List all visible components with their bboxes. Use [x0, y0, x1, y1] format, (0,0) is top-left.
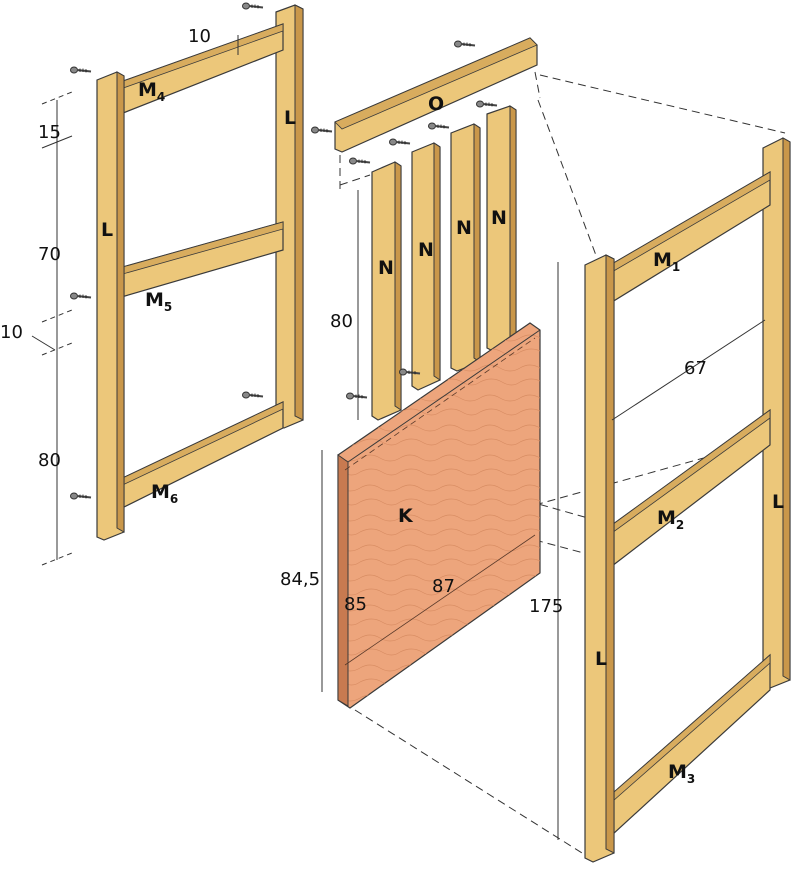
screw-icon	[69, 492, 92, 500]
screw-icon	[388, 138, 411, 146]
screw-icon	[348, 157, 371, 165]
dim-slat-height: 80	[330, 311, 353, 332]
dim-top-rail-width: 10	[188, 26, 211, 47]
label-post-l-back: L	[284, 107, 296, 129]
label-post-l-front: L	[101, 219, 113, 241]
screw-icon	[69, 66, 92, 74]
dim-left-bottom: 80	[38, 450, 61, 471]
label-post-l-right-back: L	[772, 491, 784, 513]
screw-icon	[241, 391, 264, 399]
label-panel-k: K	[398, 505, 414, 527]
label-m6: M6	[151, 481, 178, 506]
screw-icon	[475, 100, 498, 108]
right-frame	[584, 137, 791, 863]
label-slat-1: N	[378, 257, 394, 279]
plywood-panel-k	[337, 322, 541, 709]
label-m5: M5	[145, 289, 172, 314]
left-frame	[96, 4, 304, 541]
dim-left-gap: 10	[0, 322, 23, 343]
screw-icon	[453, 40, 476, 48]
label-m2: M2	[657, 507, 684, 532]
dim-overall-height: 175	[529, 596, 563, 617]
label-m1: M1	[653, 249, 680, 274]
screw-icon	[241, 2, 264, 10]
dim-left-mid: 70	[38, 244, 61, 265]
label-m3: M3	[668, 761, 695, 786]
label-slat-4: N	[491, 207, 507, 229]
label-top-rail-o: O	[428, 93, 444, 115]
screw-icon	[310, 126, 333, 134]
dim-left-top: 15	[38, 122, 61, 143]
screw-icon	[345, 392, 368, 400]
label-m4: M4	[138, 79, 165, 104]
top-rail-o	[334, 37, 538, 153]
dim-panel-width: 87	[432, 576, 455, 597]
dim-panel-height-inner: 85	[344, 594, 367, 615]
dimension-lines	[31, 35, 766, 840]
dim-panel-height-outer: 84,5	[280, 569, 320, 590]
dim-depth: 67	[684, 358, 707, 379]
screw-icon	[427, 122, 450, 130]
label-post-l-right-front: L	[595, 648, 607, 670]
screw-icon	[69, 292, 92, 300]
label-slat-2: N	[418, 239, 434, 261]
label-slat-3: N	[456, 217, 472, 239]
slats	[371, 105, 517, 421]
